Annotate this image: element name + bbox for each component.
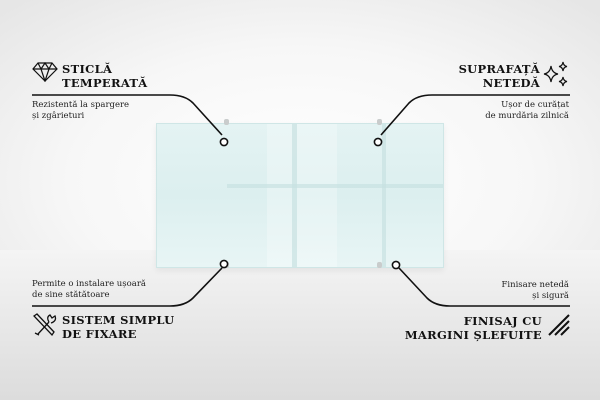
window-frame-reflection bbox=[292, 124, 297, 267]
sparkles-icon bbox=[543, 61, 568, 87]
diagonal-lines-icon bbox=[548, 314, 570, 336]
window-frame-reflection bbox=[227, 184, 443, 188]
glass-panel-image bbox=[156, 123, 444, 268]
window-reflection bbox=[267, 124, 337, 267]
mounting-pin bbox=[377, 262, 382, 268]
mounting-pin bbox=[224, 119, 229, 125]
tools-icon bbox=[32, 313, 57, 337]
diamond-icon bbox=[32, 62, 58, 82]
floor-background bbox=[0, 250, 600, 400]
mounting-pin bbox=[377, 119, 382, 125]
window-frame-reflection bbox=[382, 124, 386, 267]
